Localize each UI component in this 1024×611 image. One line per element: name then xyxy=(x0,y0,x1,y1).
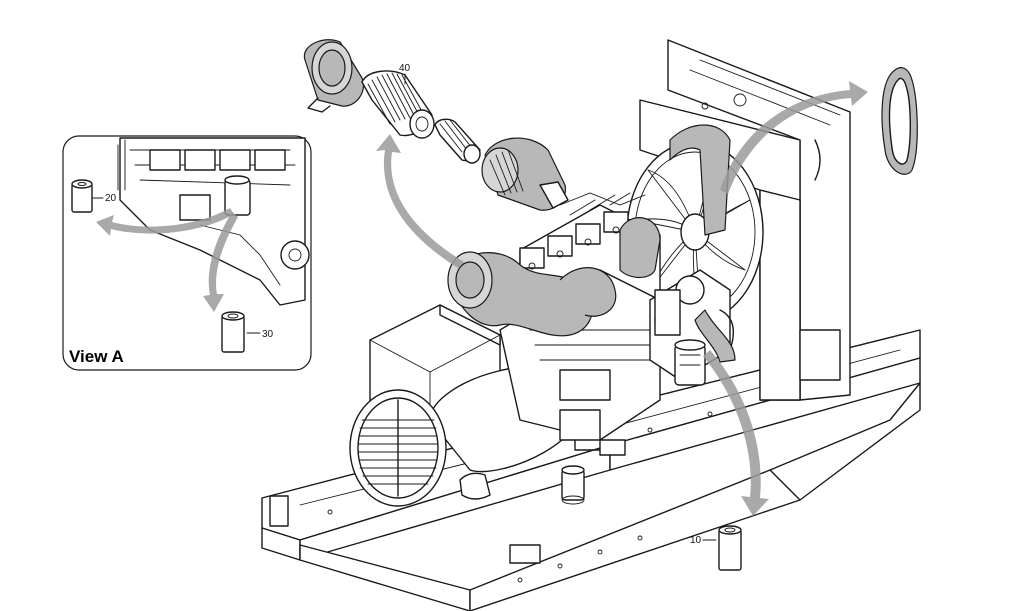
callout-30-label: 30 xyxy=(262,329,274,340)
filter-pleats xyxy=(367,72,426,125)
frame-filter-canister xyxy=(561,465,585,505)
radiator-housing xyxy=(639,39,851,401)
air-filter-cover xyxy=(303,39,364,113)
fan-belt xyxy=(881,67,918,175)
callout-40-label: 40 xyxy=(399,63,411,74)
fuel-filter-20 xyxy=(71,179,93,213)
alternator xyxy=(349,304,584,507)
housing-ribs xyxy=(489,149,524,196)
air-filter-safety-element xyxy=(434,118,481,164)
view-a-label: View A xyxy=(69,347,124,366)
air-filter-housing xyxy=(481,137,569,211)
view-a-inset: View A xyxy=(62,135,312,371)
callout-30: 30 xyxy=(246,329,274,340)
arrow-filter-10 xyxy=(703,350,769,516)
callout-20: 20 xyxy=(92,193,117,204)
arrow-air-filter xyxy=(376,134,464,268)
arrow-filter-30 xyxy=(203,212,238,312)
air-intake-ducting xyxy=(447,124,736,363)
filter-10 xyxy=(718,525,742,571)
callout-20-label: 20 xyxy=(105,193,117,204)
callout-40: 40 xyxy=(399,63,411,85)
removal-arrows xyxy=(96,81,868,516)
air-filter-element xyxy=(361,70,435,139)
alternator-vent-grille xyxy=(357,399,439,497)
callout-10-label: 10 xyxy=(690,535,702,546)
oil-filter-30 xyxy=(221,311,245,353)
engine-filter-housing xyxy=(674,339,706,386)
callout-10: 10 xyxy=(690,535,717,546)
arrow-fan-belt xyxy=(720,81,868,194)
arrow-filter-20 xyxy=(96,208,234,236)
